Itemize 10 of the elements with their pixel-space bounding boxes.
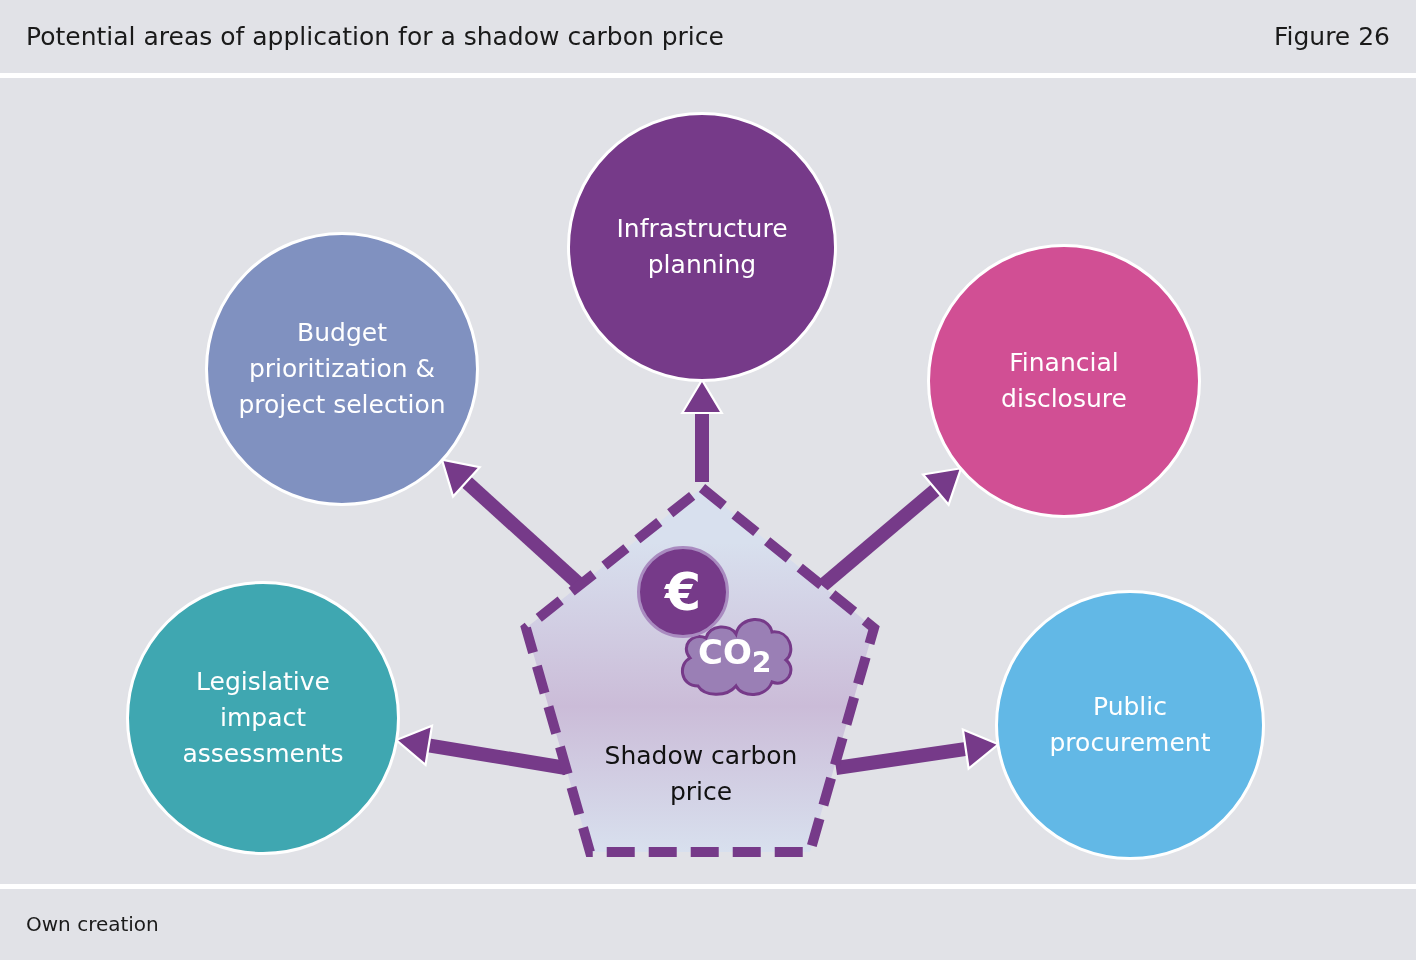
node-label: Budget prioritization & project selection: [237, 317, 447, 421]
node-label: Legislative impact assessments: [181, 666, 345, 770]
node-label: Public procurement: [1048, 691, 1212, 759]
caption: Own creation: [26, 912, 159, 936]
node-label: Infrastructure planning: [615, 213, 789, 281]
pentagon-node: [520, 482, 882, 860]
node-label: Financial disclosure: [1000, 347, 1128, 415]
title: Potential areas of application for a shadow carbon price: [26, 22, 724, 51]
figure-number: Figure 26: [1273, 22, 1390, 51]
node-label: Shadow carbon price: [603, 740, 799, 808]
